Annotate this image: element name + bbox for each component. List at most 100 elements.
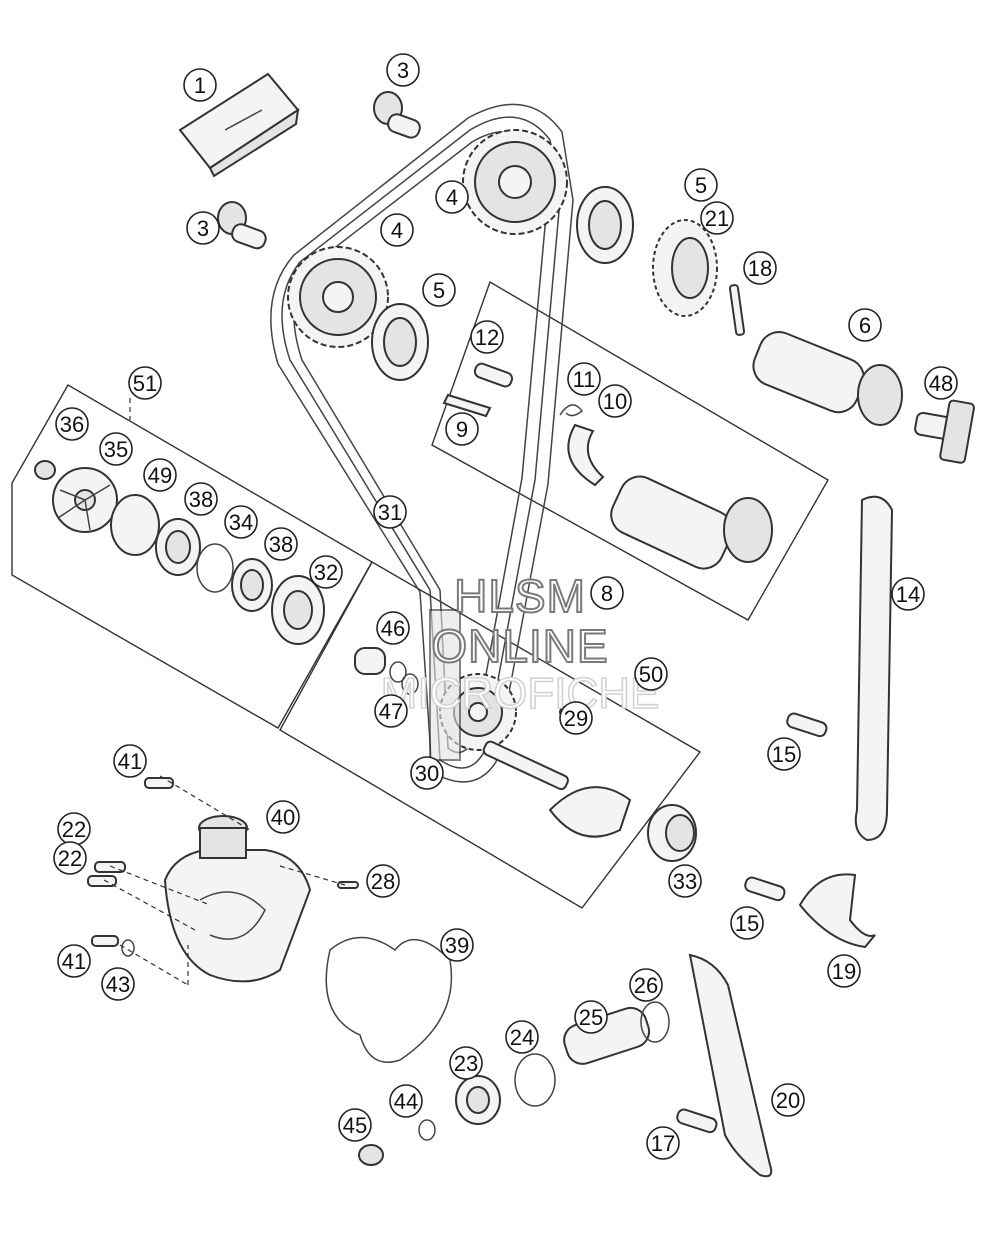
callout-c11: 11	[567, 362, 601, 396]
callout-label: 29	[564, 706, 588, 731]
callout-circle	[366, 864, 400, 898]
callout-circle	[743, 251, 777, 285]
callout-label: 31	[378, 500, 402, 525]
callout-circle	[128, 366, 162, 400]
callout-c3b: 3	[186, 211, 220, 245]
camshaft-sprocket-upper	[462, 129, 568, 235]
pin-18	[728, 284, 746, 336]
bolt-17	[676, 1108, 718, 1134]
tensioner-19	[798, 873, 876, 949]
bushing-46	[354, 647, 386, 675]
callout-circle	[338, 1108, 372, 1142]
screw-45	[358, 1144, 384, 1166]
callout-circle	[827, 954, 861, 988]
callout-label: 19	[832, 959, 856, 984]
callout-label: 10	[603, 389, 627, 414]
callout-label: 30	[415, 761, 439, 786]
callout-c4a: 4	[435, 180, 469, 214]
washer-47a	[389, 661, 407, 683]
callout-label: 41	[118, 749, 142, 774]
callout-label: 1	[194, 73, 206, 98]
callout-c14: 14	[891, 577, 925, 611]
callout-label: 22	[62, 817, 86, 842]
washer-47b	[401, 673, 419, 695]
callout-c3a: 3	[386, 53, 420, 87]
callout-circle	[389, 1084, 423, 1118]
callout-circle	[376, 611, 410, 645]
callout-circle	[264, 527, 298, 561]
callout-c22b: 22	[53, 841, 87, 875]
bolt-upper	[373, 91, 421, 139]
impeller-35	[52, 467, 118, 533]
group-frame-8	[431, 280, 829, 621]
callout-label: 18	[748, 256, 772, 281]
o-ring-24	[514, 1053, 556, 1107]
callout-label: 49	[148, 463, 172, 488]
callout-label: 5	[695, 173, 707, 198]
callout-circle	[186, 211, 220, 245]
callout-circle	[559, 701, 593, 735]
callout-circle	[386, 53, 420, 87]
callout-circle	[309, 555, 343, 589]
watermark-line1: HLSM	[454, 570, 586, 622]
callout-c25: 25	[574, 1000, 608, 1034]
camshaft	[752, 331, 903, 426]
crankshaft-gear	[429, 609, 517, 761]
callout-label: 9	[456, 417, 468, 442]
callout-c33: 33	[668, 864, 702, 898]
bearing-32-inner	[283, 590, 313, 630]
callout-c20: 20	[771, 1083, 805, 1117]
callout-label: 33	[673, 869, 697, 894]
callout-c34: 34	[224, 505, 258, 539]
callout-c28: 28	[366, 864, 400, 898]
callout-c46: 46	[376, 611, 410, 645]
callout-label: 12	[475, 325, 499, 350]
callout-label: 4	[446, 185, 458, 210]
callout-c44: 44	[389, 1084, 423, 1118]
callout-circle	[184, 482, 218, 516]
callout-label: 45	[343, 1113, 367, 1138]
callout-label: 35	[104, 437, 128, 462]
callout-circle	[646, 1126, 680, 1160]
callout-c29: 29	[559, 701, 593, 735]
callout-c15a: 15	[767, 737, 801, 771]
callout-label: 3	[197, 216, 209, 241]
group-frame-51	[11, 384, 373, 729]
callout-circle	[57, 944, 91, 978]
callout-circle	[924, 366, 958, 400]
callout-circle	[700, 201, 734, 235]
callout-c49: 49	[143, 458, 177, 492]
callout-circle	[380, 213, 414, 247]
callout-c23: 23	[449, 1046, 483, 1080]
plug-23	[455, 1075, 501, 1125]
callout-label: 46	[381, 616, 405, 641]
bolt-41a	[144, 777, 174, 789]
leader-lines	[103, 398, 346, 986]
callout-label: 25	[579, 1005, 603, 1030]
bolt-41b	[91, 935, 119, 947]
callout-circle	[771, 1083, 805, 1117]
callout-circle	[183, 68, 217, 102]
callout-circle	[266, 800, 300, 834]
group-frame-50	[279, 561, 702, 909]
callout-label: 41	[62, 949, 86, 974]
callout-c26: 26	[629, 968, 663, 1002]
callout-label: 28	[371, 869, 395, 894]
pin-28	[337, 881, 359, 889]
callout-circle	[422, 273, 456, 307]
camshaft-sensor	[914, 399, 975, 464]
callout-label: 3	[397, 58, 409, 83]
callout-circle	[574, 1000, 608, 1034]
callout-c35: 35	[99, 432, 133, 466]
callout-c17: 17	[646, 1126, 680, 1160]
callout-c6: 6	[848, 308, 882, 342]
callout-c9: 9	[445, 412, 479, 446]
callout-c8: 8	[590, 576, 624, 610]
callout-label: 20	[776, 1088, 800, 1113]
callout-label: 15	[772, 742, 796, 767]
callout-c41b: 41	[57, 944, 91, 978]
callout-circle	[767, 737, 801, 771]
callout-c31: 31	[373, 495, 407, 529]
decompression-lever-10	[567, 423, 605, 487]
